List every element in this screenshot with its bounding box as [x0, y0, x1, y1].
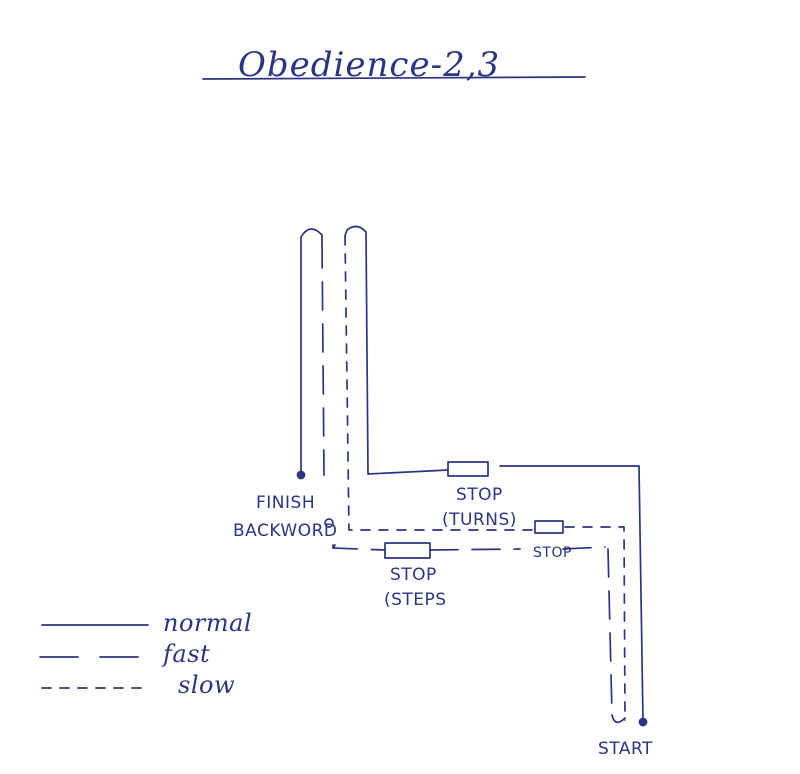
legend-slow-label: slow — [178, 671, 235, 699]
legend-normal-label: normal — [163, 609, 252, 637]
stop-steps-sub-label: (STEPS — [384, 590, 447, 610]
stop-turns-label: STOP — [456, 485, 503, 505]
stop-small-label: STOP — [533, 545, 572, 561]
backword-label: BACKWORD — [233, 521, 338, 541]
title-underline — [202, 76, 586, 80]
slow-fast-turn — [611, 714, 626, 724]
normal-path-finish-uturn — [300, 228, 323, 476]
start-dot — [638, 717, 648, 727]
normal-path-main — [344, 225, 644, 723]
fast-path-start-leg — [607, 548, 613, 716]
finish-label: FINISH — [256, 493, 315, 513]
backword-marker — [324, 518, 334, 528]
slow-path-right — [564, 526, 626, 721]
stop-small-box — [534, 520, 564, 534]
stop-turns-sub-label: (TURNS) — [442, 510, 517, 530]
finish-dot — [296, 470, 306, 480]
stop-steps-label: STOP — [390, 565, 437, 585]
legend-fast-label: fast — [161, 640, 210, 668]
slow-path-main — [344, 235, 533, 531]
stop-turns-box — [447, 461, 489, 477]
fast-path-backwards — [321, 239, 325, 476]
start-label: START — [598, 739, 653, 759]
stop-steps-box — [384, 542, 431, 559]
